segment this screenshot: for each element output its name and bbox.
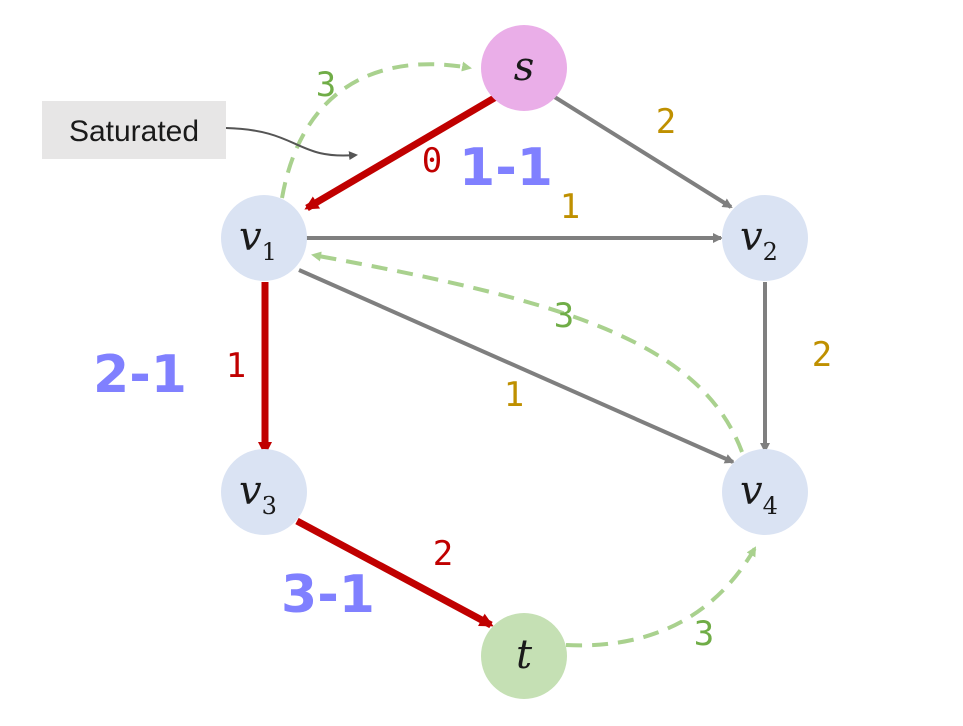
capacity-v2-v4: 2 — [812, 335, 832, 375]
edge-v4-to-v1-residual — [311, 251, 744, 453]
saturated-callout-connector — [225, 127, 358, 161]
step-label-3: 3-1 — [281, 565, 375, 625]
node-v2: v2 — [722, 195, 808, 281]
node-s-label: s — [514, 44, 535, 90]
edge-v3-to-t — [295, 517, 494, 629]
node-v4-label: v4 — [740, 468, 778, 520]
node-s-circle — [481, 25, 567, 111]
node-t: t — [481, 613, 567, 699]
augmenting-path-edges — [258, 93, 498, 629]
capacity-t-v4-residual: 3 — [694, 614, 714, 654]
capacity-v3-t: 2 — [433, 534, 453, 574]
capacity-v1-v3: 1 — [226, 346, 246, 386]
node-v1-circle — [221, 195, 307, 281]
edge-v1-to-s-residual — [280, 61, 472, 199]
node-v4-circle — [722, 449, 808, 535]
node-v2-circle — [722, 195, 808, 281]
step-labels: 1-1 2-1 3-1 — [92, 137, 555, 627]
step-label-2: 2-1 — [93, 345, 187, 405]
edge-t-to-v4-residual — [565, 546, 757, 648]
node-v2-label: v2 — [740, 214, 778, 266]
nodes: s v1 v2 v3 v4 t — [221, 25, 808, 699]
node-v1-label: v1 — [239, 214, 277, 266]
edge-s-to-v2 — [551, 94, 733, 209]
residual-edges — [280, 61, 757, 648]
edge-s-to-v1-saturated — [304, 93, 498, 212]
node-t-circle — [481, 613, 567, 699]
saturated-callout: Saturated — [42, 101, 226, 159]
node-v4: v4 — [722, 449, 808, 535]
saturated-callout-text: Saturated — [69, 115, 199, 148]
capacity-v4-v1-residual: 3 — [554, 296, 574, 336]
capacity-s-v1: 0 — [422, 141, 442, 181]
node-v3-circle — [221, 449, 307, 535]
capacity-v1-s-residual: 3 — [316, 65, 336, 105]
capacity-v1-v4: 1 — [504, 375, 524, 415]
node-t-label: t — [516, 632, 533, 678]
capacity-labels: 0 2 1 1 1 2 2 3 3 3 — [226, 65, 832, 654]
node-v3-label: v3 — [239, 468, 277, 520]
step-label-1: 1-1 — [459, 138, 553, 198]
node-v3: v3 — [221, 449, 307, 535]
node-s: s — [481, 25, 567, 111]
node-v1: v1 — [221, 195, 307, 281]
saturated-callout-box — [42, 101, 226, 159]
normal-edges — [298, 94, 770, 464]
edge-v1-to-v4 — [298, 268, 735, 464]
capacity-s-v2: 2 — [656, 102, 676, 142]
capacity-v1-v2: 1 — [560, 187, 580, 227]
